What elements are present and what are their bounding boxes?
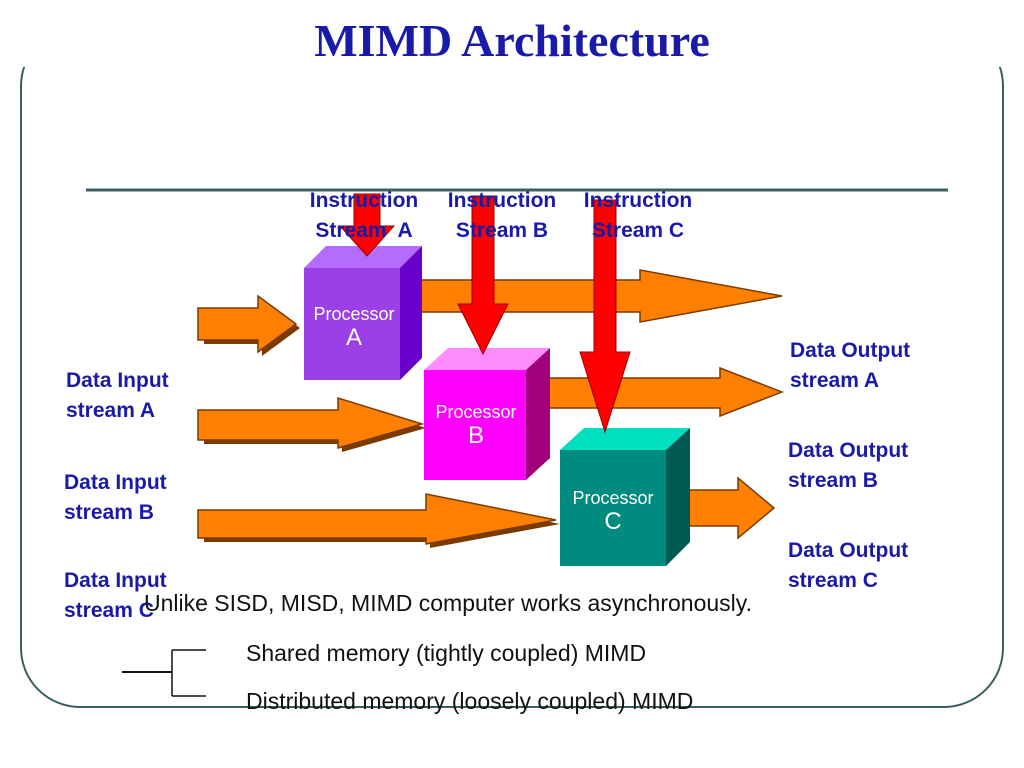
asynchronous-note: Unlike SISD, MISD, MIMD computer works a… [144, 590, 752, 616]
shared-memory-note: Shared memory (tightly coupled) MIMD [246, 640, 647, 666]
instruction-arrow-b [457, 195, 509, 356]
processor-b-cube [424, 348, 550, 480]
input-arrow-c [197, 493, 560, 548]
instruction-arrow-c [579, 199, 631, 434]
input-arrow-a [197, 294, 300, 356]
instruction-arrow-a [338, 193, 396, 257]
output-arrow-b [539, 366, 785, 418]
output-arrow-c [683, 476, 776, 540]
processor-a-cube [304, 246, 422, 380]
slide-title: MIMD Architecture [0, 14, 1024, 67]
processor-c-cube [560, 428, 690, 566]
memory-bracket [122, 649, 206, 697]
distributed-memory-note: Distributed memory (loosely coupled) MIM… [246, 688, 694, 714]
input-arrow-b [197, 396, 426, 452]
